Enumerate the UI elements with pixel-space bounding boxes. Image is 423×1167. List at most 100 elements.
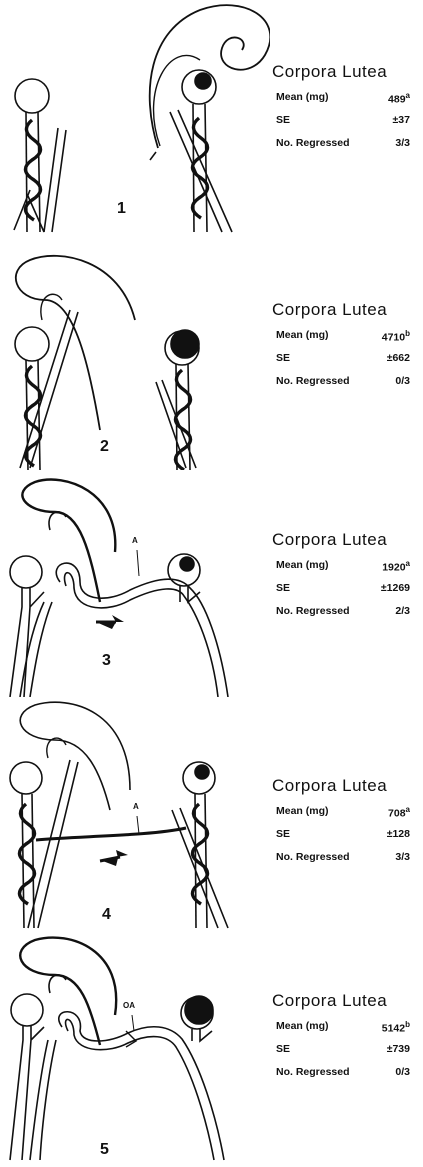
regressed-label: No. Regressed [276,851,350,863]
right-corpus-luteum [180,557,194,571]
mean-label: Mean (mg) [276,805,329,817]
left-horn [20,310,78,468]
label-arrow [137,550,139,576]
left-ovary-circle [11,994,43,1026]
right-corpus-luteum [171,330,199,358]
stat-row-mean: Mean (mg) 489a [272,91,422,114]
stat-row-regressed: No. Regressed 3/3 [272,137,422,160]
mean-label: Mean (mg) [276,329,329,341]
stats-block-3: Corpora Lutea Mean (mg) 1920a SE ±1269 N… [272,530,422,628]
right-horn [170,110,232,232]
stats-title: Corpora Lutea [272,300,422,320]
anastomosed-vessel [36,828,186,840]
regressed-label: No. Regressed [276,1066,350,1078]
regressed-label: No. Regressed [276,375,350,387]
left-ligament [10,588,44,697]
se-label: SE [276,1043,290,1055]
left-horn [28,760,78,928]
panel-4: A 4 Corpora Lutea Mean (mg) 708a SE ±128… [0,700,423,930]
diagram-5 [0,935,270,1167]
se-label: SE [276,352,290,364]
stats-title: Corpora Lutea [272,62,422,82]
right-horn [172,808,228,928]
uterine-horn-inner [47,738,66,758]
left-ovary-circle [15,79,49,113]
mean-value: 4710b [382,329,410,344]
se-label: SE [276,114,290,126]
left-ovary-circle [10,556,42,588]
label-arrow [137,816,139,834]
regressed-value: 0/3 [395,1066,410,1078]
mean-label: Mean (mg) [276,1020,329,1032]
tube-label: A [133,802,139,811]
right-ligament [192,1029,212,1041]
se-value: ±1269 [381,582,410,594]
left-ovary-circle [10,762,42,794]
left-ovary-circle [15,327,49,361]
panel-5: OA 5 Corpora Lutea Mean (mg) 5142b SE ±7… [0,935,423,1167]
regressed-value: 0/3 [395,375,410,387]
stat-row-regressed: No. Regressed 3/3 [272,851,422,874]
panel-1: 1 Corpora Lutea Mean (mg) 489a SE ±37 No… [0,0,423,235]
diagram-2 [0,240,270,470]
left-horn [44,128,66,232]
stat-row-mean: Mean (mg) 1920a [272,559,422,582]
stat-row-se: SE ±662 [272,352,422,375]
stats-block-4: Corpora Lutea Mean (mg) 708a SE ±128 No.… [272,776,422,874]
panel-number: 1 [117,200,126,218]
se-value: ±739 [387,1043,410,1055]
tube-label: A [132,536,138,545]
right-ligament [205,794,207,928]
panel-number: 2 [100,438,109,456]
se-label: SE [276,582,290,594]
stat-row-se: SE ±128 [272,828,422,851]
uterine-horn-inner [49,975,66,993]
stats-title: Corpora Lutea [272,530,422,550]
panel-3: A 3 Corpora Lutea Mean (mg) 1920a SE ±12… [0,472,423,697]
mean-value: 489a [388,91,410,106]
stat-row-se: SE ±1269 [272,582,422,605]
panel-number: 3 [102,652,111,670]
tube-label: OA [123,1001,135,1010]
mean-value: 1920a [382,559,410,574]
mean-value: 5142b [382,1020,410,1035]
tube-lower [65,573,218,697]
diagram-3 [0,472,270,697]
stats-block-2: Corpora Lutea Mean (mg) 4710b SE ±662 No… [272,300,422,398]
stat-row-mean: Mean (mg) 4710b [272,329,422,352]
right-corpus-luteum [185,996,213,1024]
diagram-1 [0,0,270,235]
uterine-horn-curl [20,702,130,810]
diagram-4 [0,700,270,930]
horn-tip [150,152,156,160]
stats-title: Corpora Lutea [272,991,422,1011]
stat-row-regressed: No. Regressed 0/3 [272,1066,422,1089]
stat-row-se: SE ±37 [272,114,422,137]
stats-block-5: Corpora Lutea Mean (mg) 5142b SE ±739 No… [272,991,422,1089]
panel-number: 5 [100,1141,109,1159]
stat-row-regressed: No. Regressed 0/3 [272,375,422,398]
uterine-horn-inner [41,294,62,320]
se-value: ±37 [393,114,410,126]
right-corpus-luteum [195,73,211,89]
ligation-knot [126,1031,136,1047]
se-value: ±662 [387,352,410,364]
uterine-horn-curl [20,938,116,1045]
mean-label: Mean (mg) [276,91,329,103]
stats-block-1: Corpora Lutea Mean (mg) 489a SE ±37 No. … [272,62,422,160]
stat-row-mean: Mean (mg) 708a [272,805,422,828]
regressed-label: No. Regressed [276,137,350,149]
stats-title: Corpora Lutea [272,776,422,796]
panel-number: 4 [102,906,111,924]
regressed-label: No. Regressed [276,605,350,617]
mean-label: Mean (mg) [276,559,329,571]
right-corpus-luteum [195,765,209,779]
mean-value: 708a [388,805,410,820]
label-arrow [132,1015,134,1031]
se-label: SE [276,828,290,840]
left-horn [30,1040,56,1160]
regressed-value: 2/3 [395,605,410,617]
stat-row-se: SE ±739 [272,1043,422,1066]
left-ligament [38,112,40,232]
stat-row-mean: Mean (mg) 5142b [272,1020,422,1043]
